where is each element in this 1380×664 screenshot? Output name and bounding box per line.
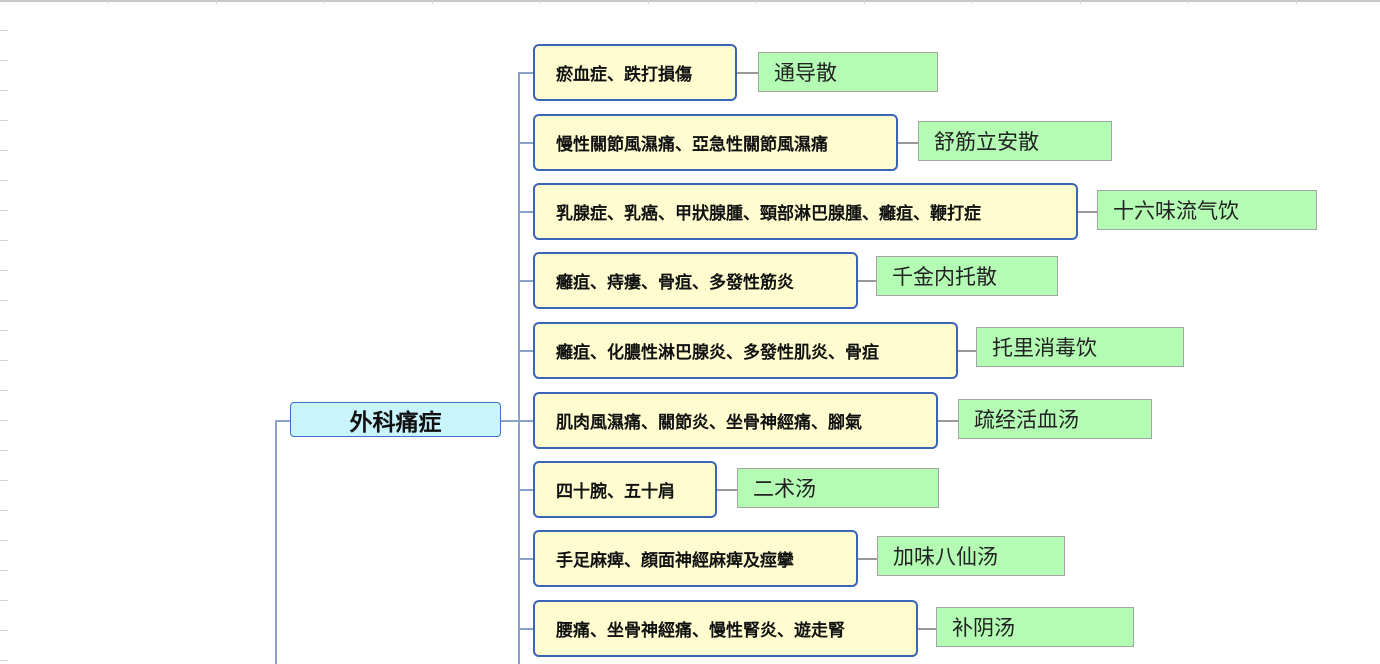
condition-node[interactable]: 乳腺症、乳癌、甲狀腺腫、頸部淋巴腺腫、癰疽、鞭打症 xyxy=(533,183,1078,240)
branch-connector xyxy=(518,142,533,144)
condition-node[interactable]: 瘀血症、跌打損傷 xyxy=(533,44,737,101)
ruler-tick xyxy=(1080,0,1081,4)
remedy-connector xyxy=(938,420,958,422)
condition-node[interactable]: 癰疽、化膿性淋巴腺炎、多發性肌炎、骨疽 xyxy=(533,322,958,379)
remedy-node[interactable]: 舒筋立安散 xyxy=(918,121,1112,161)
ruler-tick xyxy=(0,150,8,151)
trunk-connector xyxy=(518,73,520,664)
ruler-tick xyxy=(648,0,649,4)
remedy-node[interactable]: 疏经活血汤 xyxy=(958,399,1152,439)
remedy-connector xyxy=(918,628,936,630)
ruler-tick xyxy=(1296,0,1297,4)
root-node[interactable]: 外科痛症 xyxy=(290,402,501,437)
remedy-connector xyxy=(858,280,876,282)
ruler-tick xyxy=(0,390,8,391)
remedy-connector xyxy=(1078,211,1097,213)
top-ruler xyxy=(0,0,1380,2)
ruler-tick xyxy=(1188,0,1189,4)
condition-node[interactable]: 癰疽、痔瘻、骨疽、多發性筋炎 xyxy=(533,252,858,309)
ruler-tick xyxy=(0,360,8,361)
ruler-tick xyxy=(864,0,865,4)
ruler-tick xyxy=(0,450,8,451)
ruler-tick xyxy=(756,0,757,4)
remedy-node[interactable]: 加味八仙汤 xyxy=(877,536,1065,576)
root-vertical-connector xyxy=(275,420,277,664)
remedy-node[interactable]: 补阴汤 xyxy=(936,607,1134,647)
remedy-node[interactable]: 二术汤 xyxy=(737,468,939,508)
ruler-tick xyxy=(0,510,8,511)
ruler-tick xyxy=(0,30,8,31)
branch-connector xyxy=(518,280,533,282)
remedy-connector xyxy=(737,72,758,74)
condition-node[interactable]: 慢性關節風濕痛、亞急性關節風濕痛 xyxy=(533,114,898,171)
left-ruler xyxy=(0,0,10,664)
remedy-connector xyxy=(858,558,877,560)
ruler-tick xyxy=(0,180,8,181)
remedy-node[interactable]: 托里消毒饮 xyxy=(976,327,1184,367)
ruler-tick xyxy=(0,570,8,571)
branch-connector xyxy=(518,628,533,630)
branch-connector xyxy=(518,211,533,213)
remedy-connector xyxy=(958,350,976,352)
ruler-tick xyxy=(0,90,8,91)
condition-node[interactable]: 四十腕、五十肩 xyxy=(533,461,717,518)
ruler-tick xyxy=(0,420,8,421)
ruler-tick xyxy=(108,0,109,4)
branch-connector xyxy=(518,72,533,74)
ruler-tick xyxy=(0,600,8,601)
root-exit-connector xyxy=(501,420,519,422)
remedy-node[interactable]: 千金内托散 xyxy=(876,256,1058,296)
condition-node[interactable]: 腰痛、坐骨神經痛、慢性腎炎、遊走腎 xyxy=(533,600,918,657)
ruler-tick xyxy=(0,480,8,481)
ruler-tick xyxy=(432,0,433,4)
remedy-node[interactable]: 通导散 xyxy=(758,52,938,92)
ruler-tick xyxy=(216,0,217,4)
ruler-tick xyxy=(0,270,8,271)
ruler-tick xyxy=(324,0,325,4)
ruler-tick xyxy=(0,630,8,631)
remedy-node[interactable]: 十六味流气饮 xyxy=(1097,190,1317,230)
ruler-tick xyxy=(972,0,973,4)
condition-node[interactable]: 手足麻痺、顔面神經麻痺及痙攣 xyxy=(533,530,858,587)
ruler-tick xyxy=(0,330,8,331)
ruler-tick xyxy=(0,210,8,211)
ruler-tick xyxy=(540,0,541,4)
root-entry-connector xyxy=(275,420,290,422)
ruler-tick xyxy=(0,660,8,661)
remedy-connector xyxy=(898,142,918,144)
ruler-tick xyxy=(0,60,8,61)
ruler-tick xyxy=(0,540,8,541)
remedy-connector xyxy=(717,489,737,491)
branch-connector xyxy=(518,489,533,491)
ruler-tick xyxy=(0,240,8,241)
ruler-tick xyxy=(0,120,8,121)
branch-connector xyxy=(518,558,533,560)
branch-connector xyxy=(518,350,533,352)
branch-connector xyxy=(518,420,533,422)
condition-node[interactable]: 肌肉風濕痛、關節炎、坐骨神經痛、腳氣 xyxy=(533,392,938,449)
ruler-tick xyxy=(0,300,8,301)
